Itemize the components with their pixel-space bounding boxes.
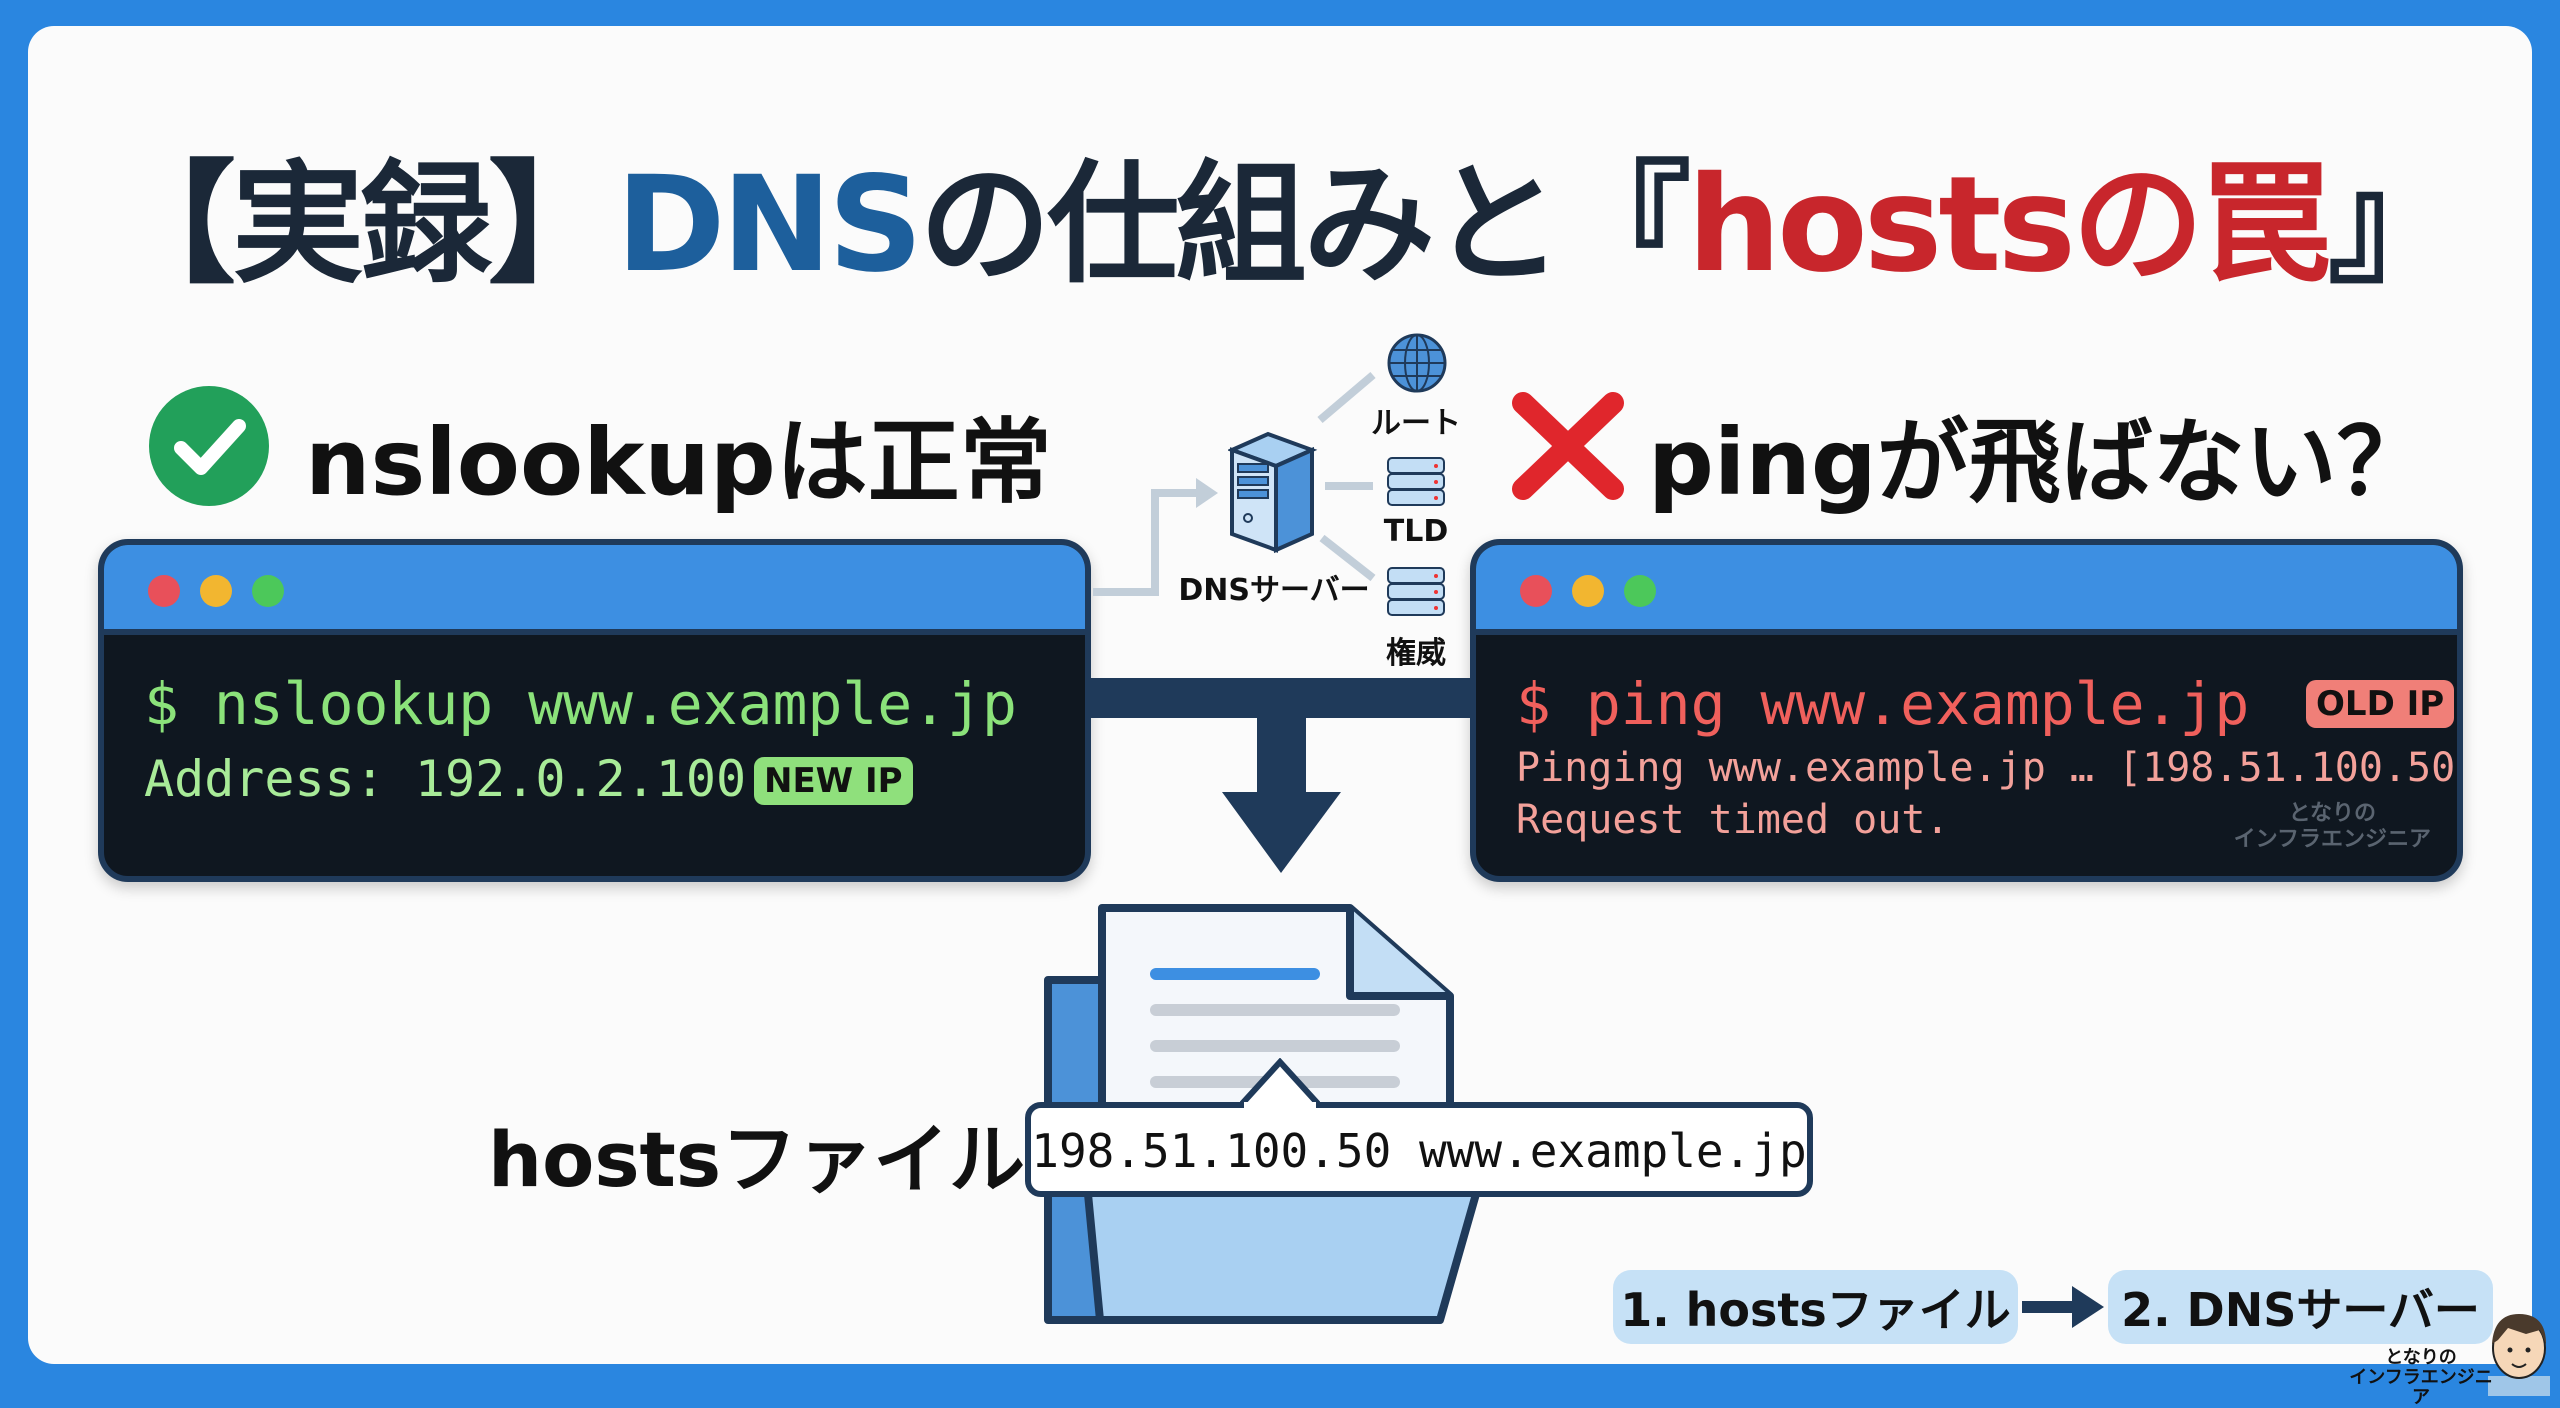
root-label: ルート <box>1371 406 1461 441</box>
authoritative-server-icon <box>1387 567 1445 616</box>
down-arrow <box>1222 792 1341 873</box>
avatar <box>2488 1314 2550 1396</box>
nslookup-heading: nslookupは正常 <box>305 409 1052 516</box>
close-dot <box>148 575 180 607</box>
page-title: 【実録】DNSの仕組みと『hostsの罠』 <box>103 148 2460 302</box>
new-ip-badge: NEW IP <box>754 757 913 805</box>
check-icon <box>149 386 269 506</box>
flow-arrow <box>2022 1286 2104 1328</box>
dns-server-label: DNSサーバー <box>1178 573 1370 608</box>
globe-icon <box>1387 333 1447 393</box>
tld-server-icon <box>1387 457 1445 506</box>
hosts-file-label: hostsファイル <box>488 1115 1026 1204</box>
callout-pointer <box>1240 1058 1320 1108</box>
ping-heading: pingが飛ばない？ <box>1648 409 2429 516</box>
flow-step-hosts: 1. hostsファイル <box>1613 1270 2018 1344</box>
old-ip-badge: OLD IP <box>2306 680 2455 728</box>
nslookup-address: Address: 192.0.2.100 <box>144 750 747 808</box>
brand-line2: インフラエンジニア <box>2349 1366 2493 1408</box>
minimize-dot <box>200 575 232 607</box>
brand-line1: となりの <box>2385 1347 2457 1368</box>
hosts-entry-callout: 198.51.100.50 www.example.jp <box>1025 1102 1813 1197</box>
watermark-line1: となりの <box>2288 801 2376 826</box>
nslookup-terminal: $ nslookup www.example.jp Address: 192.0… <box>98 539 1091 882</box>
flow-step-dns: 2. DNSサーバー <box>2108 1270 2493 1344</box>
close-dot <box>1520 575 1552 607</box>
minimize-dot <box>1572 575 1604 607</box>
watermark-line2: インフラエンジニア <box>2233 827 2431 853</box>
terminal-titlebar <box>1476 545 2457 635</box>
hosts-entry: 198.51.100.50 www.example.jp <box>1031 1124 1807 1178</box>
cross-icon <box>1508 388 1628 508</box>
dns-server-icon <box>1228 431 1318 554</box>
brand-logo: となりの インフラエンジニア <box>2346 1348 2496 1407</box>
ping-timeout: Request timed out. <box>1516 797 1950 843</box>
authoritative-label: 権威 <box>1386 636 1446 671</box>
watermark: となりの インフラエンジニア <box>2234 801 2431 854</box>
maximize-dot <box>1624 575 1656 607</box>
nslookup-command: $ nslookup www.example.jp <box>144 670 1017 738</box>
tld-label: TLD <box>1383 514 1449 549</box>
ping-command: $ ping www.example.jp <box>1516 670 2250 738</box>
ping-output: Pinging www.example.jp … [198.51.100.50] <box>1516 745 2463 791</box>
terminal-titlebar <box>104 545 1085 635</box>
ping-terminal: $ ping www.example.jp OLD IP Pinging www… <box>1470 539 2463 882</box>
maximize-dot <box>252 575 284 607</box>
